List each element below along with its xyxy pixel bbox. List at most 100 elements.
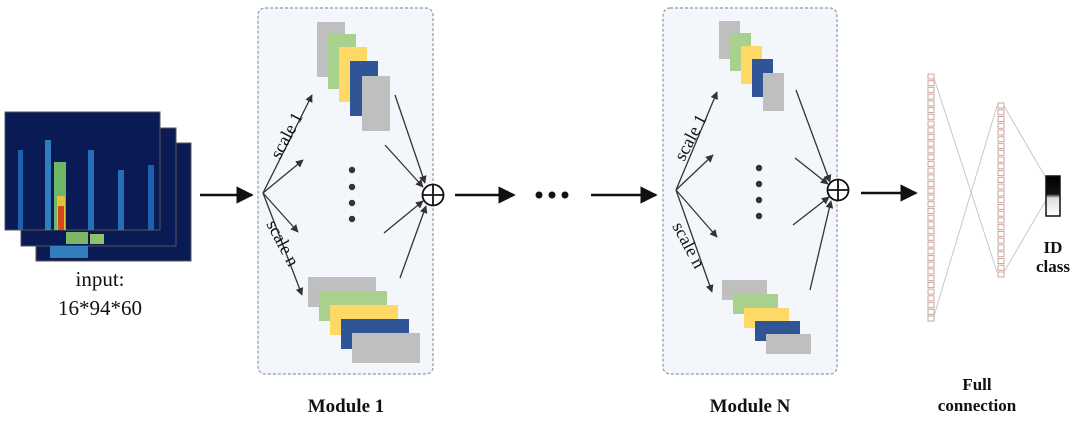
ellipsis-dot bbox=[348, 183, 356, 191]
fc-connection-line bbox=[933, 105, 998, 317]
feature-map-gray-back bbox=[766, 334, 811, 354]
fc-neuron bbox=[927, 234, 935, 241]
heatmap-stripe bbox=[88, 150, 94, 230]
fc-neuron bbox=[997, 116, 1005, 122]
fc-neuron bbox=[997, 271, 1005, 278]
branch-arrow bbox=[675, 189, 714, 293]
fc-neuron bbox=[997, 217, 1005, 224]
fc-neuron bbox=[927, 107, 935, 114]
fc-neuron bbox=[997, 143, 1005, 150]
fc-neuron bbox=[997, 258, 1005, 264]
fc-neuron bbox=[927, 187, 935, 194]
fc-neuron bbox=[997, 210, 1005, 217]
fc-neuron bbox=[927, 174, 935, 181]
heatmap-stripe bbox=[18, 150, 23, 230]
fc-neuron bbox=[927, 207, 935, 214]
fc-neuron bbox=[927, 255, 935, 261]
fc-neuron bbox=[927, 181, 935, 188]
module-n-feature-maps-bottom bbox=[722, 280, 811, 354]
branch-arrow bbox=[262, 192, 299, 233]
input-label-line2: 16*94*60 bbox=[58, 296, 142, 320]
heatmap-stripe bbox=[50, 246, 88, 258]
ellipsis-dot bbox=[348, 166, 356, 174]
fc-neuron bbox=[927, 288, 935, 295]
fc-neuron bbox=[927, 86, 935, 93]
full-connection-layers bbox=[927, 73, 1047, 322]
fc-neuron bbox=[997, 190, 1005, 197]
ellipsis-dot bbox=[755, 196, 763, 204]
branch-arrow bbox=[675, 154, 714, 191]
module-n: scale 1 scale n bbox=[662, 7, 850, 375]
module-1-feature-maps-bottom bbox=[308, 277, 420, 363]
ellipsis-dot bbox=[755, 180, 763, 188]
module-n-feature-maps-top bbox=[719, 21, 784, 111]
fc-neuron bbox=[997, 230, 1005, 237]
branch-arrow bbox=[262, 94, 313, 194]
fc-neuron bbox=[997, 197, 1005, 204]
fc-neuron bbox=[927, 160, 935, 167]
fc-neuron bbox=[997, 109, 1005, 116]
fc-neuron bbox=[927, 201, 935, 208]
heatmap-stripe bbox=[58, 206, 64, 230]
module-1-title: Module 1 bbox=[307, 396, 385, 417]
merge-arrow bbox=[794, 157, 829, 185]
fc-neuron bbox=[997, 224, 1005, 231]
fc-neuron bbox=[927, 248, 935, 255]
module-n-title: Module N bbox=[709, 396, 791, 417]
ellipsis-dot bbox=[348, 199, 356, 207]
heatmap-stripe bbox=[148, 165, 154, 230]
fc-neuron bbox=[927, 140, 935, 147]
heatmap-stripe bbox=[66, 232, 88, 244]
fc-neuron bbox=[927, 221, 935, 228]
heatmap-layer-front bbox=[4, 111, 161, 231]
sum-operator-icon bbox=[826, 178, 850, 202]
module-1-feature-maps-top bbox=[317, 22, 390, 131]
fc-neuron bbox=[927, 228, 935, 235]
fc-neuron bbox=[997, 156, 1005, 163]
id-label-line2: class bbox=[1036, 257, 1070, 276]
ellipsis-dot bbox=[548, 191, 556, 199]
fc-neuron bbox=[997, 251, 1005, 258]
fc-label-line1: Full bbox=[962, 375, 992, 394]
branch-arrow bbox=[675, 189, 718, 238]
fc-neuron bbox=[927, 295, 935, 302]
fc-neuron bbox=[927, 167, 935, 174]
fc-neuron bbox=[927, 127, 935, 134]
fc-neuron bbox=[997, 163, 1005, 170]
fc-neuron bbox=[927, 93, 935, 100]
fc-layer-2 bbox=[997, 102, 1005, 278]
fc-neuron bbox=[927, 147, 935, 154]
fc-neuron bbox=[927, 281, 935, 288]
input-heatmap-stack bbox=[4, 111, 192, 262]
feature-map-gray-back bbox=[352, 333, 420, 363]
fc-neuron bbox=[927, 241, 935, 248]
ellipsis-dot bbox=[535, 191, 543, 199]
merge-arrow bbox=[792, 196, 830, 226]
merge-arrow bbox=[394, 94, 427, 184]
fc-neuron bbox=[997, 170, 1005, 177]
fc-layer-1 bbox=[927, 73, 935, 322]
merge-arrow bbox=[384, 144, 424, 188]
branch-arrow bbox=[262, 159, 304, 194]
input-label-line1: input: bbox=[75, 267, 125, 291]
branch-arrow bbox=[262, 192, 304, 296]
branch-arrow bbox=[675, 91, 718, 191]
fc-neuron bbox=[997, 176, 1005, 183]
fc-neuron bbox=[927, 268, 935, 275]
id-class-label: ID class bbox=[1028, 238, 1078, 276]
feature-map-gray-back bbox=[763, 73, 784, 111]
fc-neuron bbox=[997, 136, 1005, 143]
fc-connection-line bbox=[933, 77, 998, 273]
merge-arrow bbox=[383, 200, 424, 234]
fc-neuron bbox=[927, 214, 935, 221]
input-label: input: 16*94*60 bbox=[35, 267, 165, 321]
merge-arrow bbox=[795, 89, 832, 183]
heatmap-stripe bbox=[118, 170, 124, 230]
ellipsis-dot bbox=[755, 164, 763, 172]
fc-neuron bbox=[997, 102, 1005, 109]
fc-connection-line bbox=[1003, 199, 1047, 273]
fc-neuron bbox=[927, 154, 935, 161]
fc-neuron bbox=[927, 302, 935, 309]
